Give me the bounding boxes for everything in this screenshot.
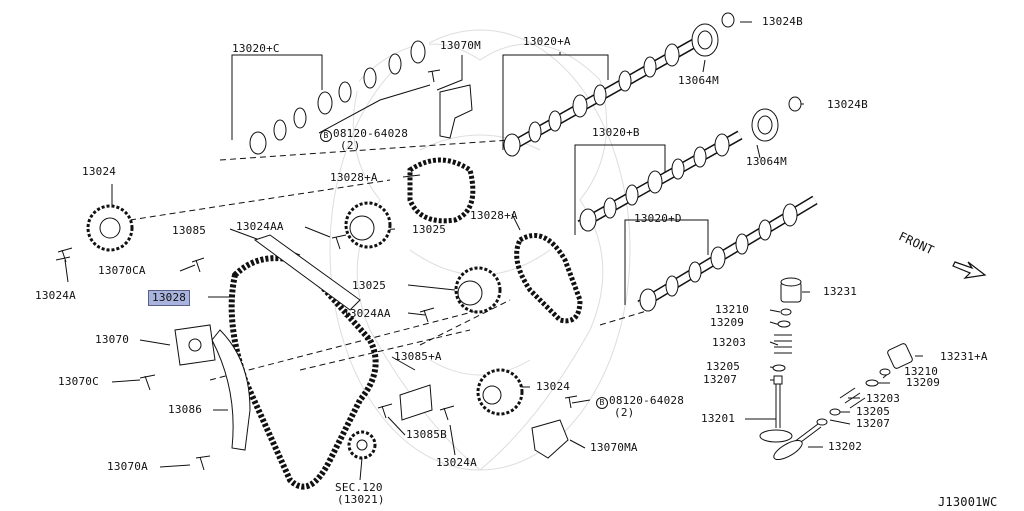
valve-train — [759, 277, 913, 461]
label-13207-right: 13207 — [856, 417, 891, 430]
label-13070ca: 13070CA — [98, 264, 146, 277]
secondary-chain-13028a-2 — [514, 233, 583, 324]
label-13024-upper: 13024 — [82, 165, 117, 178]
label-13085b: 13085B — [406, 428, 447, 441]
watermark-emblem — [329, 29, 631, 471]
label-13020b: 13020+B — [592, 126, 640, 139]
label-sec120: SEC.120 — [335, 481, 383, 494]
label-13209-right: 13209 — [906, 376, 941, 389]
label-13020d: 13020+D — [634, 212, 682, 225]
label-13064m-upper: 13064M — [678, 74, 719, 87]
label-13203-left: 13203 — [712, 336, 747, 349]
secondary-chain-13028a-1 — [407, 157, 476, 224]
label-sec120-sub: (13021) — [337, 493, 385, 506]
label-13210-left: 13210 — [715, 303, 750, 316]
label-13070ma: 13070MA — [590, 441, 638, 454]
chain-guides — [174, 84, 569, 459]
label-13024aa-upper: 13024AA — [236, 220, 284, 233]
label-13207-left: 13207 — [703, 373, 738, 386]
drawing-code: J13001WC — [938, 495, 998, 509]
label-13203-right: 13203 — [866, 392, 901, 405]
label-13070: 13070 — [95, 333, 130, 346]
label-13201: 13201 — [701, 412, 736, 425]
label-13024-lower: 13024 — [536, 380, 571, 393]
label-13028-highlighted[interactable]: 13028 — [148, 290, 191, 306]
valve-timing-parts — [691, 12, 802, 142]
label-13020c: 13020+C — [232, 42, 280, 55]
label-13024a-upper: 13024A — [35, 289, 76, 302]
label-13024b-upper: 13024B — [762, 15, 803, 28]
circled-b-icon: B — [320, 130, 332, 142]
front-arrow-icon — [952, 261, 987, 279]
label-13070m: 13070M — [440, 39, 481, 52]
label-13028a-lower: 13028+A — [470, 209, 518, 222]
label-13231: 13231 — [823, 285, 858, 298]
label-13070c: 13070C — [58, 375, 99, 388]
label-13205-right: 13205 — [856, 405, 891, 418]
label-13231a: 13231+A — [940, 350, 988, 363]
label-13024aa-lower: 13024AA — [343, 307, 391, 320]
label-08120-upper-qty: (2) — [340, 139, 361, 152]
label-13070a: 13070A — [107, 460, 148, 473]
camshaft-13020a — [502, 35, 703, 157]
camshaft-13020c — [246, 40, 432, 155]
label-13209-left: 13209 — [710, 316, 745, 329]
label-13085a: 13085+A — [394, 350, 442, 363]
label-13085: 13085 — [172, 224, 207, 237]
label-13028a-upper: 13028+A — [330, 171, 378, 184]
label-13024b-lower: 13024B — [827, 98, 868, 111]
label-13086: 13086 — [168, 403, 203, 416]
label-13064m-lower: 13064M — [746, 155, 787, 168]
leader-lines — [64, 21, 923, 481]
label-08120-lower-text: 08120-64028 — [609, 394, 685, 407]
label-13205-left: 13205 — [706, 360, 741, 373]
label-13210-right: 13210 — [904, 365, 939, 378]
camshaft-13020d — [637, 195, 818, 312]
label-13025-lower: 13025 — [352, 279, 387, 292]
assembly-lines — [129, 139, 651, 381]
label-13024a-lower: 13024A — [436, 456, 477, 469]
sprockets — [86, 201, 524, 460]
camshaft-13020b — [577, 130, 743, 232]
label-13025-upper: 13025 — [412, 223, 447, 236]
label-13202: 13202 — [828, 440, 863, 453]
label-13020a: 13020+A — [523, 35, 571, 48]
bolts — [55, 69, 578, 471]
label-08120-lower-qty: (2) — [614, 406, 635, 419]
circled-b-icon: B — [596, 397, 608, 409]
label-08120-upper-text: 08120-64028 — [333, 127, 409, 140]
